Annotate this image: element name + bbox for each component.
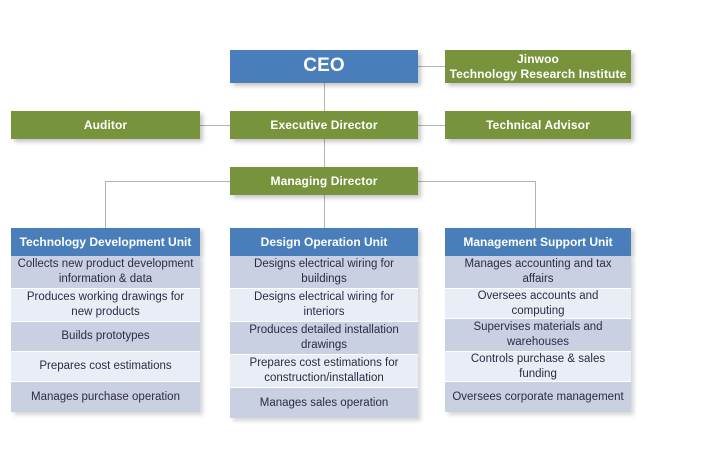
list-item[interactable]: Controls purchase & sales funding [445,352,631,382]
list-item-label: Designs electrical wiring for interiors [254,291,394,318]
list-item-label: Manages purchase operation [31,390,180,403]
list-item-label: Controls purchase & sales funding [470,352,606,380]
unit-header-design-operation[interactable]: Design Operation Unit [230,228,418,256]
list-item-label: Prepares cost estimations for constructi… [249,357,399,384]
list-item-label: Collects new product development informa… [17,258,194,285]
unit-header-label: Management Support Unit [463,235,613,249]
node-auditor-label: Auditor [83,117,128,132]
list-item[interactable]: Collects new product development informa… [11,256,200,289]
node-auditor[interactable]: Auditor [11,111,200,139]
unit-header-label: Design Operation Unit [260,235,388,249]
unit-column-management-support: Management Support Unit Manages accounti… [445,228,631,412]
connector-executive-director-to-auditor [200,125,230,126]
list-item-label: Manages sales operation [259,396,389,409]
list-item[interactable]: Manages sales operation [230,388,418,418]
connector-ceo-to-institute [418,66,445,67]
connector-ceo-to-executive-director [324,83,325,111]
node-ceo-label: CEO [303,55,345,77]
unit-header-technology-development[interactable]: Technology Development Unit [11,228,200,256]
unit-item-list-design-operation: Designs electrical wiring for buildings … [230,256,418,418]
list-item-label: Oversees corporate management [452,390,624,403]
node-managing-director[interactable]: Managing Director [230,167,418,195]
node-ceo[interactable]: CEO [230,50,418,83]
unit-header-management-support[interactable]: Management Support Unit [445,228,631,256]
list-item[interactable]: Oversees accounts and computing [445,289,631,319]
list-item[interactable]: Builds prototypes [11,322,200,352]
unit-item-list-technology-development: Collects new product development informa… [11,256,200,412]
list-item[interactable]: Supervises materials and warehouses [445,319,631,352]
list-item[interactable]: Prepares cost estimations for constructi… [230,355,418,388]
list-item[interactable]: Manages purchase operation [11,382,200,412]
node-research-institute-line1: Jinwoo [517,52,559,67]
unit-item-list-management-support: Manages accounting and tax affairs Overs… [445,256,631,412]
list-item-label: Builds prototypes [61,330,150,343]
connector-executive-director-to-technical-advisor [418,125,445,126]
connector-bus-to-management-support-unit [535,181,536,229]
node-executive-director[interactable]: Executive Director [230,111,418,139]
list-item-label: Produces working drawings for new produc… [26,291,185,318]
list-item-label: Supervises materials and warehouses [473,321,603,348]
list-item-label: Produces detailed installation drawings [249,324,399,351]
unit-column-design-operation: Design Operation Unit Designs electrical… [230,228,418,418]
connector-bus-to-technology-development-unit [105,181,106,229]
node-managing-director-label: Managing Director [270,173,378,188]
list-item-label: Prepares cost estimations [39,360,172,373]
list-item[interactable]: Oversees corporate management [445,382,631,412]
connector-managing-director-stub [324,195,325,232]
node-technical-advisor[interactable]: Technical Advisor [445,111,631,139]
node-research-institute[interactable]: Jinwoo Technology Research Institute [445,50,631,83]
list-item-label: Manages accounting and tax affairs [464,258,612,285]
list-item[interactable]: Designs electrical wiring for buildings [230,256,418,289]
list-item[interactable]: Produces detailed installation drawings [230,322,418,355]
node-research-institute-line2: Technology Research Institute [449,66,627,81]
unit-column-technology-development: Technology Development Unit Collects new… [11,228,200,412]
list-item[interactable]: Produces working drawings for new produc… [11,289,200,322]
connector-executive-director-to-managing-director [324,139,325,167]
list-item-label: Oversees accounts and computing [477,289,599,317]
list-item[interactable]: Designs electrical wiring for interiors [230,289,418,322]
list-item[interactable]: Prepares cost estimations [11,352,200,382]
node-executive-director-label: Executive Director [270,117,378,132]
list-item[interactable]: Manages accounting and tax affairs [445,256,631,289]
node-technical-advisor-label: Technical Advisor [486,117,590,132]
unit-header-label: Technology Development Unit [19,235,192,249]
list-item-label: Designs electrical wiring for buildings [254,258,394,285]
